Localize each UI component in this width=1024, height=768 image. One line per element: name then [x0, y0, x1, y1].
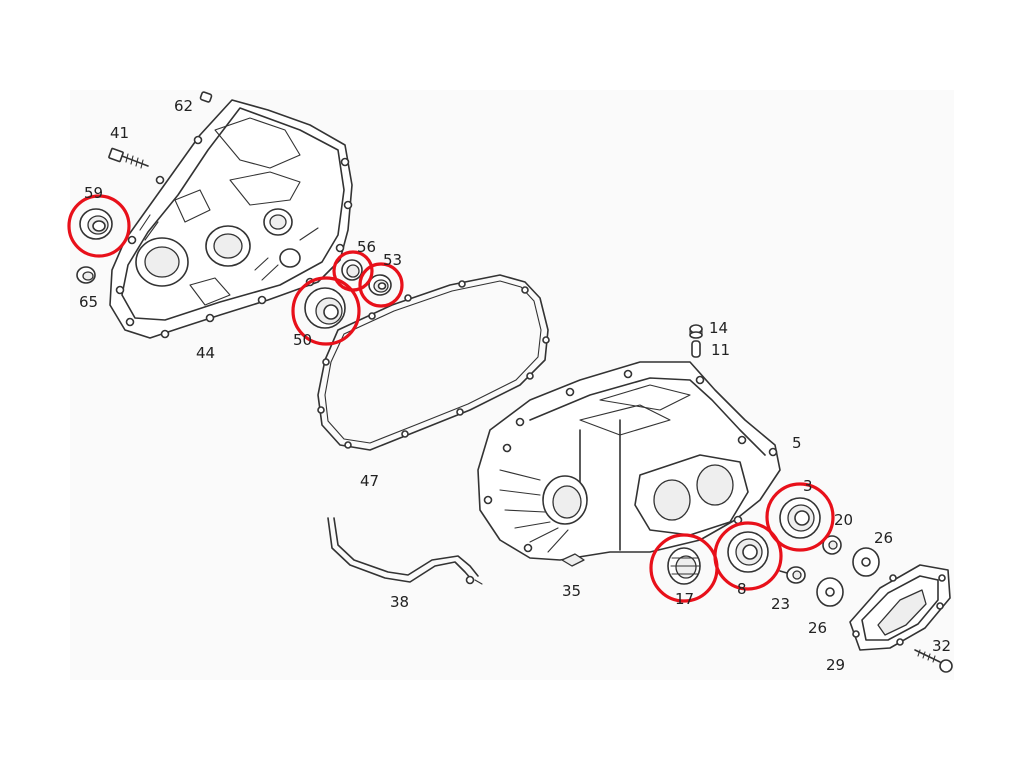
part-label-56: 56	[357, 238, 376, 256]
gearbox-front-housing-icon[interactable]	[109, 99, 353, 339]
part-label-5: 5	[792, 434, 802, 452]
nut-icon[interactable]	[822, 535, 842, 555]
part-label-32: 32	[932, 637, 951, 655]
part-label-41: 41	[110, 124, 129, 142]
bolt-icon[interactable]	[108, 147, 149, 169]
end-cover-icon[interactable]	[849, 564, 951, 651]
part-label-50: 50	[293, 331, 312, 349]
plug-icon[interactable]	[779, 566, 806, 584]
part-labels: 62 41 59 65 44 56 53 50 47 14 11 5 3 20 …	[79, 97, 951, 674]
part-label-17: 17	[675, 590, 694, 608]
part-label-65: 65	[79, 293, 98, 311]
bracket-icon[interactable]	[327, 517, 483, 585]
highlight-ring-59	[67, 194, 131, 258]
bearing-icon[interactable]	[368, 274, 392, 296]
bearing-icon[interactable]	[727, 531, 769, 573]
highlight-rings	[67, 194, 835, 603]
dowel-pin-icon[interactable]	[199, 91, 213, 103]
washer-icon[interactable]	[852, 547, 880, 577]
shaft-seal-icon[interactable]	[79, 208, 113, 240]
part-label-44: 44	[196, 344, 215, 362]
part-label-29: 29	[826, 656, 845, 674]
part-label-38: 38	[390, 593, 409, 611]
bearing-icon[interactable]	[341, 259, 363, 281]
bearing-icon[interactable]	[304, 287, 346, 329]
part-label-26b: 26	[808, 619, 827, 637]
part-label-20: 20	[834, 511, 853, 529]
part-label-59: 59	[84, 184, 103, 202]
shaft-seal-icon[interactable]	[667, 547, 701, 585]
part-label-47: 47	[360, 472, 379, 490]
plug-icon[interactable]	[76, 266, 96, 284]
part-label-11: 11	[711, 341, 730, 359]
housing-gasket-icon[interactable]	[317, 274, 550, 451]
part-label-53: 53	[383, 251, 402, 269]
part-label-8: 8	[737, 580, 747, 598]
part-label-23: 23	[771, 595, 790, 613]
highlight-ring-17	[649, 533, 719, 603]
highlight-ring-50	[291, 276, 361, 346]
highlight-ring-3	[765, 482, 835, 552]
part-label-14: 14	[709, 319, 728, 337]
part-label-3: 3	[803, 477, 813, 495]
part-label-62: 62	[174, 97, 193, 115]
highlight-ring-53	[358, 262, 404, 308]
plug-icon[interactable]	[689, 324, 703, 339]
part-label-35: 35	[562, 582, 581, 600]
bolt-icon[interactable]	[914, 649, 953, 673]
gearbox-rear-housing-icon[interactable]	[477, 361, 781, 561]
plug-icon[interactable]	[561, 553, 585, 567]
washer-icon[interactable]	[816, 577, 844, 607]
part-label-26a: 26	[874, 529, 893, 547]
dowel-pin-icon[interactable]	[691, 340, 701, 358]
bearing-icon[interactable]	[779, 497, 821, 539]
